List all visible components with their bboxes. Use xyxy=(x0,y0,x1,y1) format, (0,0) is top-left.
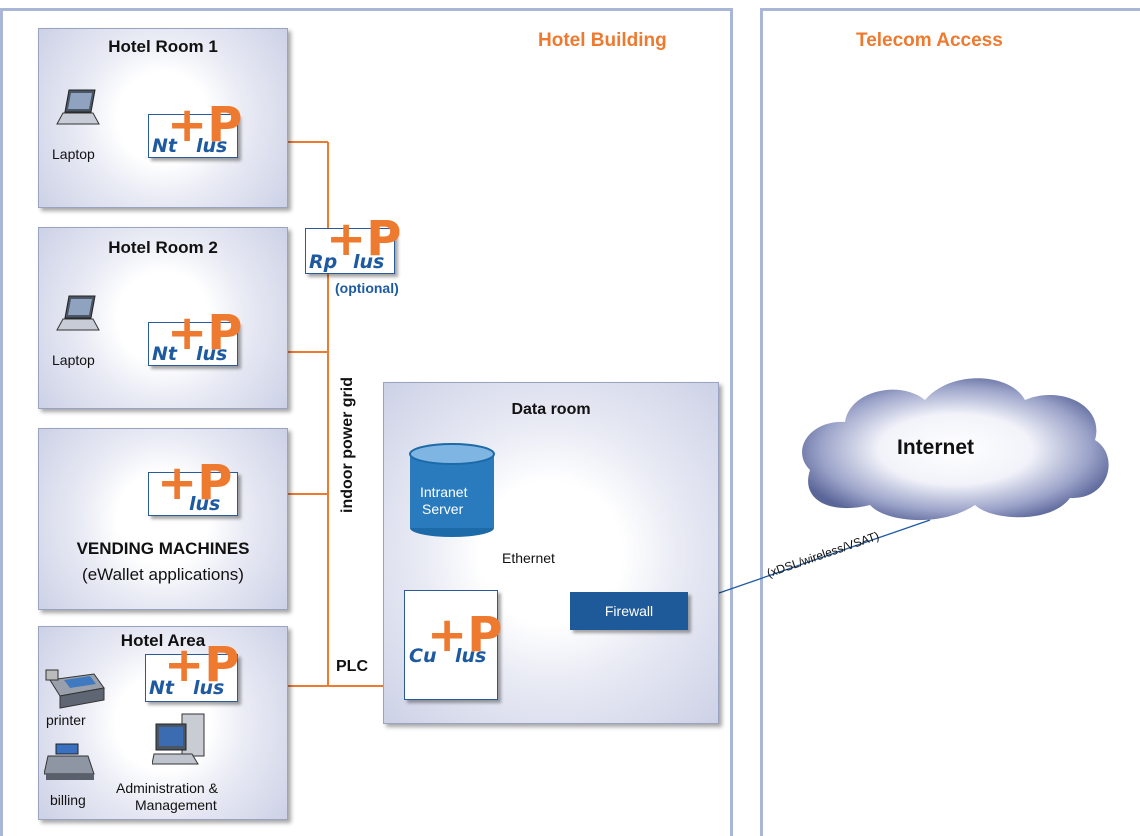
vending-machines: VENDING MACHINES (eWallet applications) xyxy=(38,428,288,610)
box-suffix: lus xyxy=(353,251,385,273)
hotel-building-frame xyxy=(0,8,733,836)
hotel-room-2: Hotel Room 2 xyxy=(38,227,288,409)
admin-label-2: Management xyxy=(135,797,217,813)
firewall-box: Firewall xyxy=(570,592,688,630)
printer-label: printer xyxy=(46,712,86,728)
vending-subtitle: (eWallet applications) xyxy=(82,565,244,584)
box-prefix: Nt xyxy=(149,677,174,699)
telecom-access-title: Telecom Access xyxy=(856,30,1003,51)
database-icon xyxy=(409,443,495,537)
ntplus-box-room1: +P Nt lus xyxy=(148,101,242,158)
ethernet-label: Ethernet xyxy=(502,550,555,566)
billing-label: billing xyxy=(50,792,86,808)
box-suffix: lus xyxy=(189,493,221,515)
server-label: Intranet xyxy=(420,484,468,500)
plus-logo-icon: +P xyxy=(167,97,243,153)
box-prefix: Nt xyxy=(152,343,177,365)
server-label-2: Server xyxy=(422,501,464,517)
plc-label: PLC xyxy=(336,658,368,675)
internet-label: Internet xyxy=(897,436,975,459)
repeater-optional-note: (optional) xyxy=(335,280,399,296)
internet-cloud-icon xyxy=(802,378,1109,521)
rpplus-box: +P Rp lus xyxy=(305,215,401,274)
room-title: Hotel Room 2 xyxy=(108,238,218,257)
vending-title: VENDING MACHINES xyxy=(76,539,250,558)
laptop-icon xyxy=(56,89,100,125)
room-title: Hotel Room 1 xyxy=(108,37,218,56)
plus-logo-icon: +P xyxy=(326,211,402,267)
admin-label: Administration & xyxy=(116,780,218,796)
box-suffix: lus xyxy=(196,343,228,365)
box-prefix: Nt xyxy=(152,135,177,157)
box-prefix: Cu xyxy=(409,645,437,667)
plus-logo-icon: +P xyxy=(167,305,243,361)
box-suffix: lus xyxy=(455,645,487,667)
laptop-label: Laptop xyxy=(52,146,95,162)
firewall-internet xyxy=(689,519,931,604)
cuplus-box: +P Cu lus xyxy=(404,590,502,700)
cash-register-icon xyxy=(44,743,95,780)
telecom-access-frame xyxy=(760,8,1140,836)
ntplus-box-area: +P Nt lus xyxy=(145,641,239,702)
box-suffix: lus xyxy=(193,677,225,699)
hotel-building-title: Hotel Building xyxy=(538,30,667,51)
laptop-icon xyxy=(56,295,100,331)
box-suffix: lus xyxy=(196,135,228,157)
plus-logo-icon: +P xyxy=(157,455,233,511)
plus-logo-icon: +P xyxy=(427,607,503,663)
plus-box-vending: +P lus xyxy=(148,459,238,516)
data-room-title: Data room xyxy=(511,401,591,418)
ntplus-box-room2: +P Nt lus xyxy=(148,309,242,366)
indoor-power-grid-label: indoor power grid xyxy=(339,377,356,513)
firewall-label: Firewall xyxy=(604,603,654,619)
area-title: Hotel Area xyxy=(120,631,206,650)
plus-logo-icon: +P xyxy=(164,637,240,693)
printer-icon xyxy=(45,669,105,709)
computer-icon xyxy=(152,713,205,765)
box-prefix: Rp xyxy=(309,251,338,273)
laptop-label: Laptop xyxy=(52,352,95,368)
